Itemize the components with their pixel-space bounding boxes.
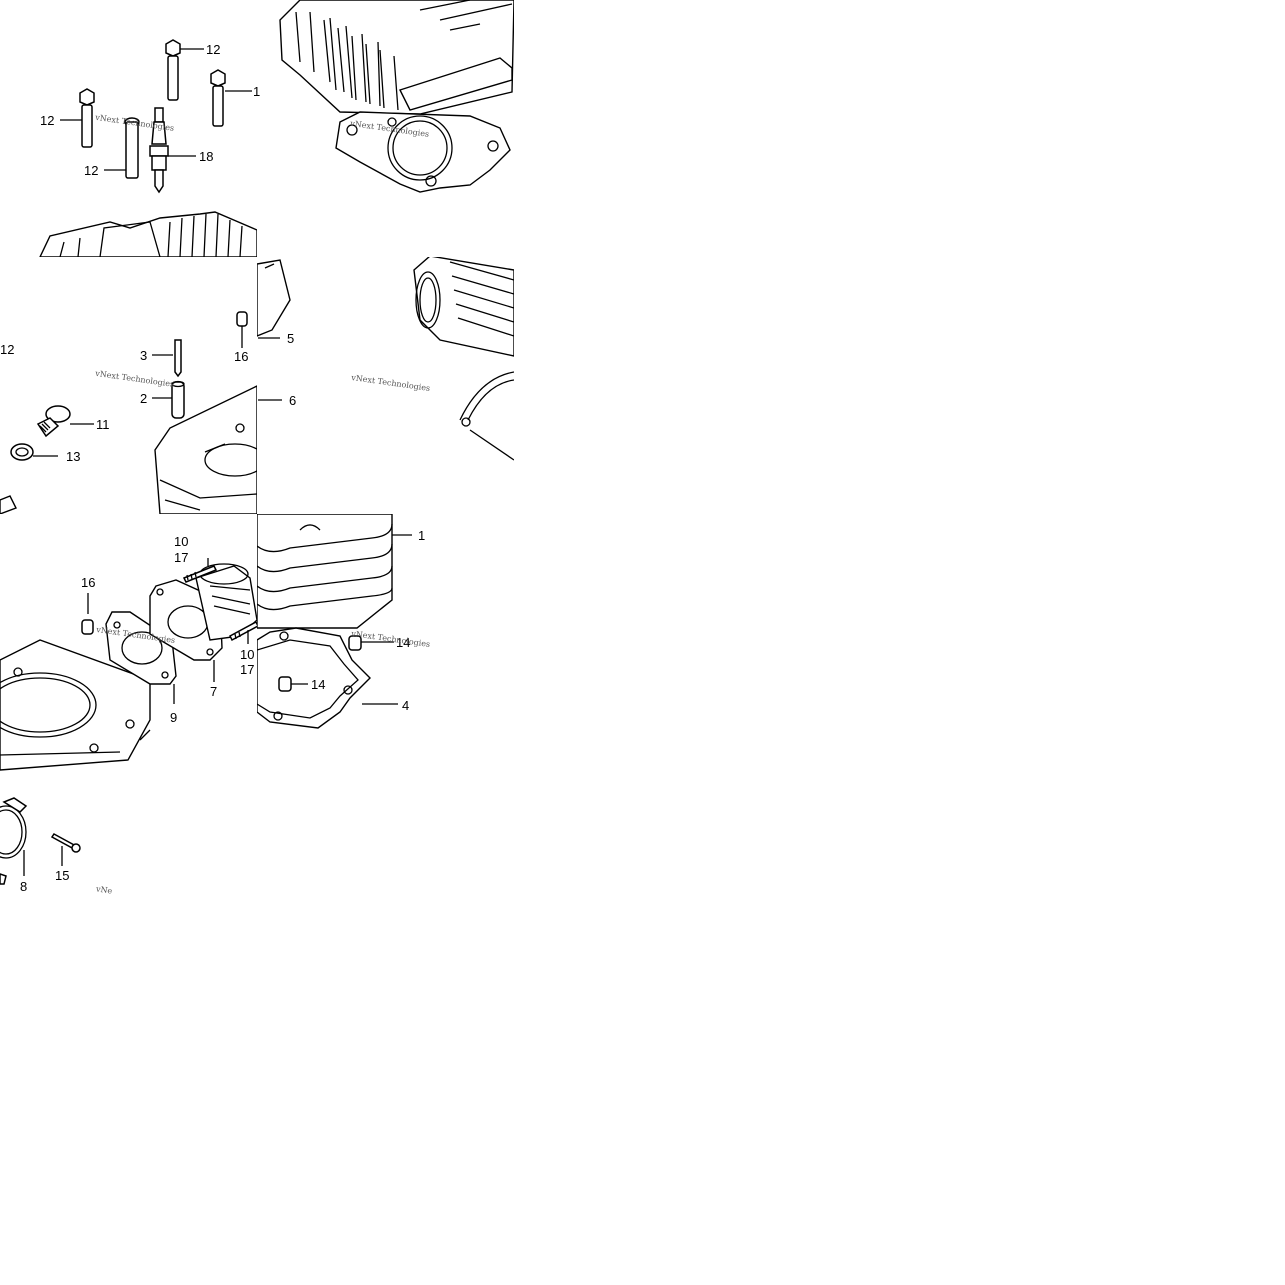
bolt-11 — [36, 405, 94, 438]
label-12-left: 12 — [40, 113, 54, 128]
bolt-12-top — [165, 39, 204, 101]
dowel-16-top — [236, 311, 248, 348]
label-1: 1 — [418, 528, 425, 543]
label-14-b: 14 — [311, 677, 325, 692]
label-4: 4 — [402, 698, 409, 713]
label-16-bottom: 16 — [81, 575, 95, 590]
label-5: 5 — [287, 331, 294, 346]
label-12-edge: 12 — [0, 342, 14, 357]
watermark-6: vNext Technologies — [350, 629, 431, 649]
label-12-bottom: 12 — [84, 163, 98, 178]
bolt-10-17-top — [182, 558, 218, 583]
bolt-12-right — [210, 69, 252, 127]
base-gasket-4 — [257, 627, 398, 729]
label-18: 18 — [199, 149, 213, 164]
label-10-top: 10 — [174, 534, 188, 549]
cylinder-head — [279, 0, 514, 193]
dowel-16-bottom — [81, 593, 94, 635]
hose-clamp-8 — [0, 797, 28, 885]
cylinder-top-fins — [39, 211, 257, 257]
label-1-top-right: 1 — [253, 84, 260, 99]
label-14-a: 14 — [396, 635, 410, 650]
dowel-pin-3 — [152, 339, 182, 378]
cylinder-head-side — [257, 257, 514, 461]
bolt-12-left — [60, 88, 95, 148]
svg-text:vNe: vNe — [94, 884, 113, 895]
svg-text:vNext Technologies: vNext Technologies — [350, 629, 431, 649]
washer-13 — [10, 443, 58, 461]
label-12-top: 12 — [206, 42, 220, 57]
label-8: 8 — [20, 879, 27, 894]
label-16-top: 16 — [234, 349, 248, 364]
label-10-bottom: 10 — [240, 647, 254, 662]
watermark-3: vNext Technologies — [94, 369, 175, 389]
screw-15 — [50, 833, 81, 866]
label-6: 6 — [289, 393, 296, 408]
label-17-top: 17 — [174, 550, 188, 565]
label-17-bottom: 17 — [240, 662, 254, 677]
label-3: 3 — [140, 348, 147, 363]
cylinder-block — [0, 639, 151, 771]
label-15: 15 — [55, 868, 69, 883]
dowel-14-a — [348, 635, 394, 651]
cylinder-1 — [257, 514, 412, 629]
intake-manifold-7 — [149, 563, 258, 682]
label-9: 9 — [170, 710, 177, 725]
gasket-9 — [105, 611, 177, 704]
bolt-12-bottom — [104, 117, 140, 179]
svg-text:vNext Technologies: vNext Technologies — [94, 369, 175, 389]
spark-plug-18 — [149, 107, 196, 194]
cylinder-block-top — [0, 385, 257, 514]
dowel-pin-2 — [152, 380, 185, 419]
watermark-4: vNext Technologies — [350, 373, 431, 393]
label-13: 13 — [66, 449, 80, 464]
svg-text:vNext Technologies: vNext Technologies — [350, 373, 431, 393]
label-7: 7 — [210, 684, 217, 699]
watermark-7: vNe — [94, 884, 113, 895]
label-11: 11 — [96, 417, 110, 432]
label-2: 2 — [140, 391, 147, 406]
dowel-14-b — [278, 676, 308, 692]
